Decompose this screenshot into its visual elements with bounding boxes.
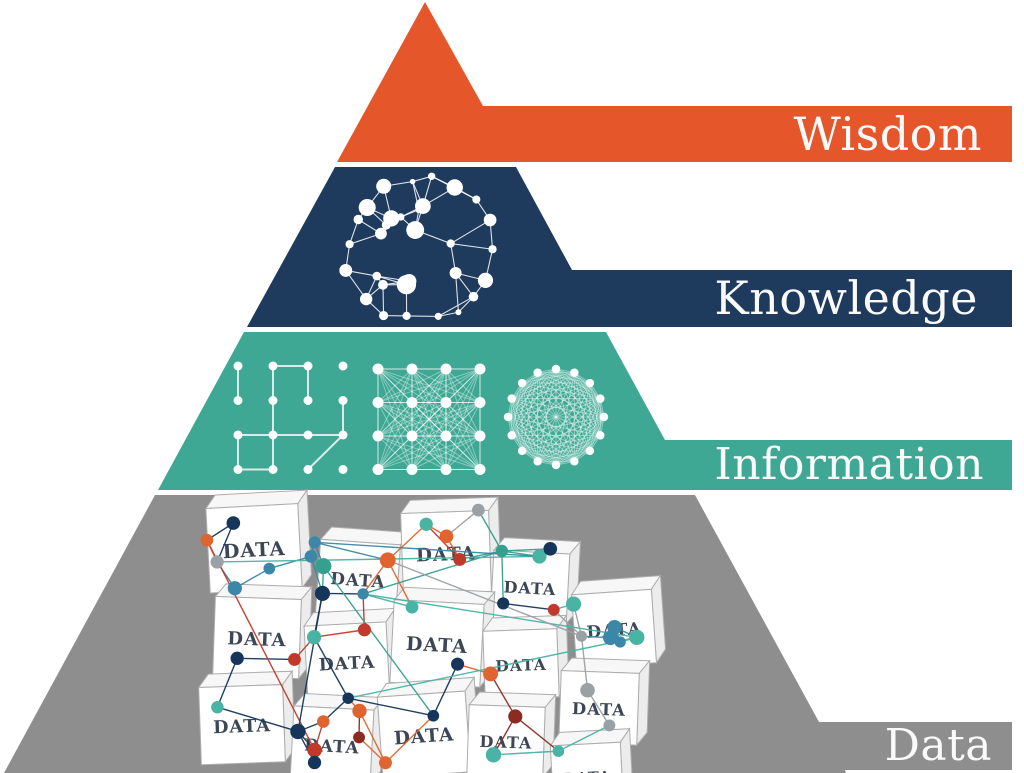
data-label: Data (885, 720, 992, 771)
svg-text:DATA: DATA (495, 655, 547, 676)
knowledge-layer (247, 167, 1012, 327)
data-cubes-network-graphic: DATA DATA DATA DATA DATA DATA DATA DATA DATA DATA… (197, 488, 667, 773)
svg-text:DATA: DATA (213, 715, 272, 738)
dot-grid-sparse-icon (233, 361, 348, 474)
svg-text:DATA: DATA (330, 568, 387, 592)
svg-text:DATA: DATA (406, 633, 469, 658)
wisdom-layer (337, 2, 1012, 162)
network-circle-icon (503, 364, 609, 470)
svg-text:DATA: DATA (479, 732, 532, 753)
svg-text:DATA: DATA (318, 653, 376, 676)
svg-text:DATA: DATA (222, 537, 286, 563)
network-sphere-icon (339, 172, 497, 321)
svg-text:DATA: DATA (416, 543, 477, 566)
svg-text:DATA: DATA (227, 628, 287, 651)
svg-text:DATA: DATA (503, 577, 557, 599)
information-label: Information (714, 439, 984, 490)
knowledge-label: Knowledge (714, 271, 978, 325)
svg-text:DATA: DATA (562, 768, 612, 773)
dot-grid-dense-icon (372, 363, 486, 475)
wisdom-label: Wisdom (793, 107, 982, 161)
information-layer (158, 332, 1012, 490)
